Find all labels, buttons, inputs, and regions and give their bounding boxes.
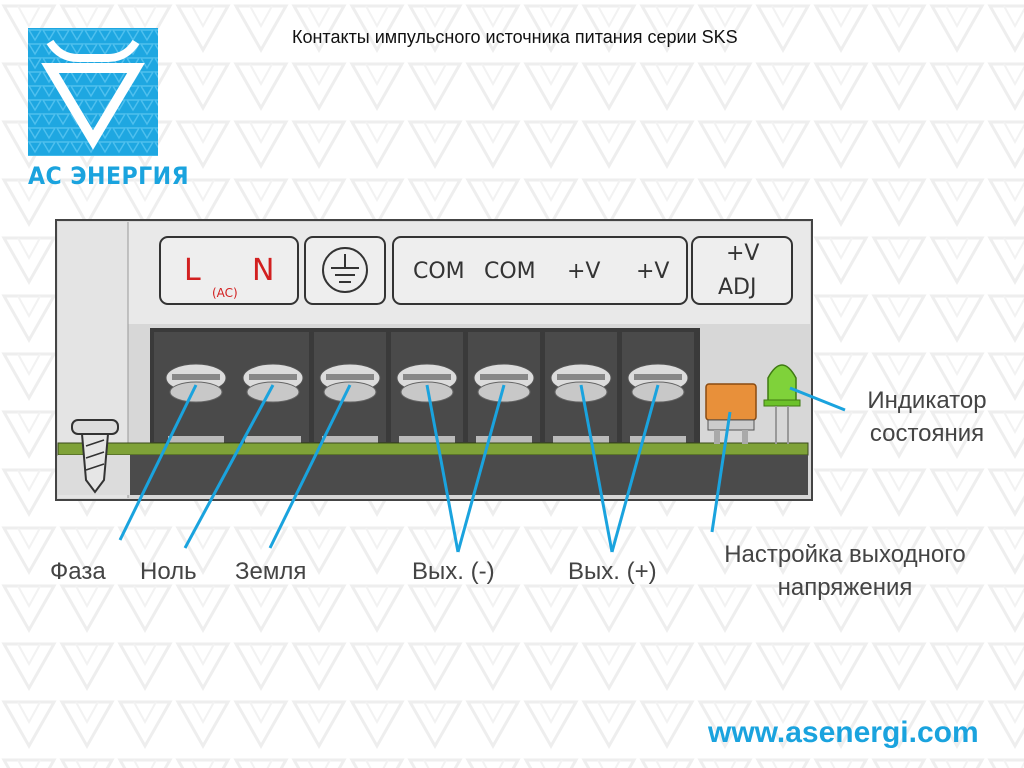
pcb-board — [57, 442, 809, 456]
page-title: Контакты импульсного источника питания с… — [292, 27, 738, 47]
mounting-screw — [71, 419, 119, 494]
ground-icon — [322, 247, 368, 293]
label-vyh-plus: Вых. (+) — [568, 558, 657, 585]
label-nastroika: Настройка выходного напряжения — [700, 538, 990, 604]
terminal-screw-3 — [314, 332, 386, 446]
status-led — [763, 364, 801, 444]
label-v-1: +V — [567, 259, 600, 284]
label-com-2: COM — [484, 259, 536, 284]
ac-terminal-label-box — [159, 236, 299, 305]
label-v-2: +V — [636, 259, 669, 284]
label-adj-top: +V — [726, 241, 759, 266]
label-nol: Ноль — [140, 558, 197, 585]
terminal-screw-2 — [237, 332, 309, 446]
terminal-screw-4 — [391, 332, 463, 446]
label-n: N — [252, 253, 274, 288]
terminal-screws — [154, 332, 694, 446]
label-ac: (AC) — [212, 286, 238, 300]
terminal-screw-1 — [154, 332, 238, 446]
leader-lines — [118, 384, 846, 553]
adj-label-box — [691, 236, 793, 305]
logo-emblem — [28, 28, 158, 156]
label-indikator-line2: состояния — [869, 420, 985, 447]
label-nastroika-line2: напряжения — [777, 574, 913, 601]
website-link[interactable]: www.asenergi.com — [708, 716, 979, 749]
label-faza: Фаза — [50, 558, 106, 585]
label-indikator-line1: Индикатор — [867, 387, 987, 414]
potentiometer — [705, 383, 757, 444]
label-l: L — [184, 253, 201, 288]
output-terminal-label-box — [392, 236, 688, 305]
label-vyh-minus: Вых. (-) — [412, 558, 495, 585]
ground-terminal-label-box — [304, 236, 386, 305]
label-zemlya: Земля — [235, 558, 307, 585]
label-nastroika-line1: Настройка выходного — [724, 541, 966, 568]
label-com-1: COM — [413, 259, 465, 284]
terminal-screw-5 — [468, 332, 540, 446]
label-indikator: Индикатор состояния — [852, 384, 1002, 450]
label-adj-bottom: ADJ — [718, 275, 756, 300]
